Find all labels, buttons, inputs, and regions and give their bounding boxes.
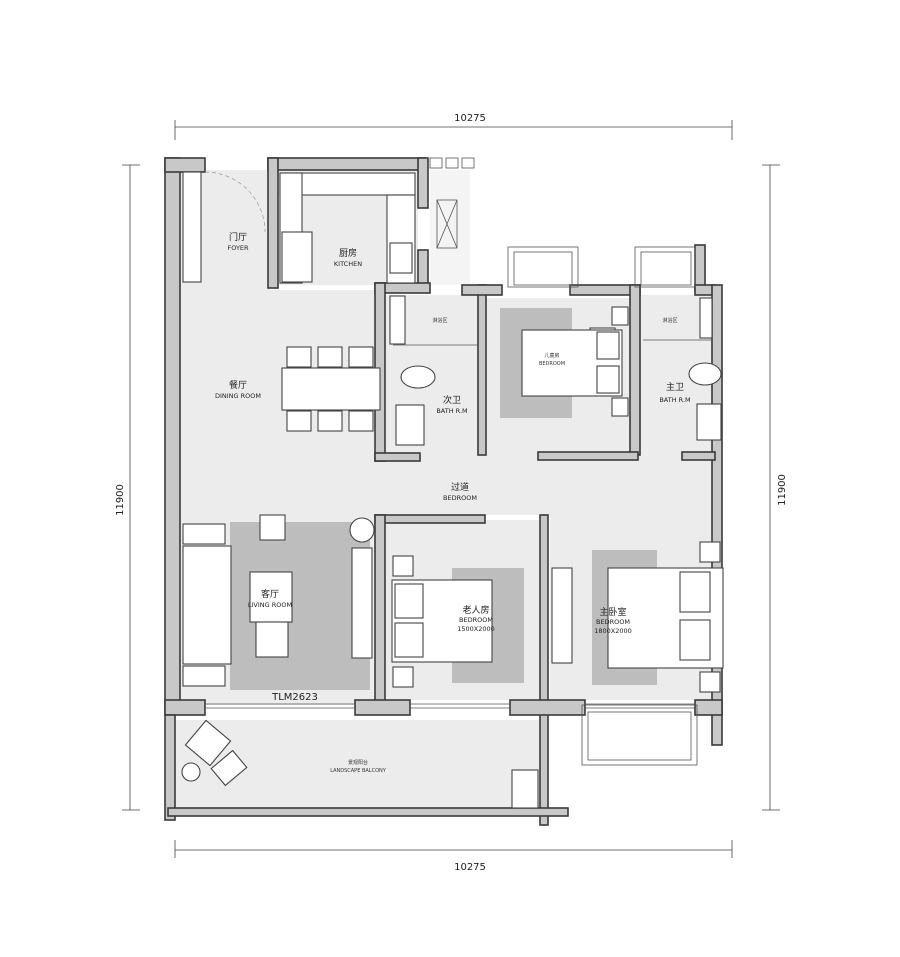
master-bath-label-en: BATH R.M	[659, 396, 690, 404]
master-label-en: BEDROOM	[596, 618, 630, 626]
kitchen-label: 厨房	[339, 247, 357, 259]
kids-bed	[521, 306, 629, 417]
bath2-shower-label: 淋浴区	[432, 317, 447, 324]
master-bed	[551, 541, 724, 693]
balcony-label-en: LANDSCAPE BALCONY	[330, 768, 387, 774]
living-label: 客厅	[261, 588, 279, 600]
master-shower-label: 淋浴区	[662, 317, 677, 324]
balcony-furniture	[181, 719, 539, 809]
master-label: 主卧室	[599, 606, 626, 618]
kids-label: 儿童房	[544, 352, 559, 359]
dimension-bottom: 10275	[454, 862, 486, 873]
corridor-label: 过道	[451, 481, 469, 493]
master-bath-label: 主卫	[666, 381, 684, 393]
balcony-label: 景观阳台	[348, 759, 368, 766]
corridor-label-en: BEDROOM	[443, 494, 477, 502]
dining-label-en: DINING ROOM	[215, 392, 261, 400]
living-furniture	[182, 514, 375, 687]
walls	[164, 157, 723, 826]
master-bed-size: 1800X2000	[594, 627, 632, 635]
kitchen-label-en: KITCHEN	[334, 260, 362, 268]
master-bath-fixtures	[643, 297, 722, 441]
sliding-doors	[205, 703, 695, 709]
top-balconies	[429, 157, 698, 766]
living-label-en: LIVING ROOM	[248, 601, 292, 609]
door-code-label: TLM2623	[271, 692, 318, 703]
dining-table	[281, 346, 381, 432]
elder-bed-size: 1500X2000	[457, 625, 495, 633]
dimension-right: 11900	[777, 474, 788, 506]
dimension-top: 10275	[454, 113, 486, 124]
bath2-label: 次卫	[443, 394, 461, 406]
foyer-label: 门厅	[229, 231, 247, 243]
dimension-lines	[122, 120, 780, 858]
dining-label: 餐厅	[229, 379, 247, 391]
floor-areas	[175, 170, 718, 812]
foyer-cabinet	[182, 171, 202, 283]
kitchen-counters	[279, 172, 416, 284]
elder-bed	[391, 555, 493, 688]
bath2-label-en: BATH R.M	[436, 407, 467, 415]
kids-label-en: BEDROOM	[539, 361, 565, 367]
bath2-fixtures	[389, 295, 616, 446]
elder-label: 老人房	[462, 604, 489, 616]
elder-label-en: BEDROOM	[459, 616, 493, 624]
dimension-left: 11900	[115, 484, 126, 516]
foyer-label-en: FOYER	[227, 244, 249, 252]
